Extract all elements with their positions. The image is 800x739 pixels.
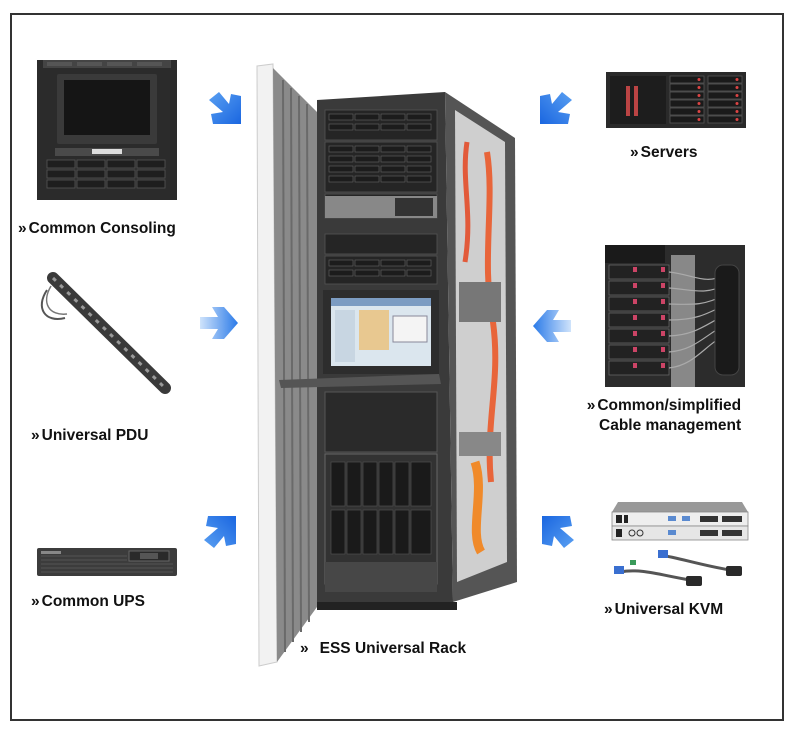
bullet-icon: » [630,144,639,161]
bullet-icon: » [31,593,40,610]
pdu-image [40,272,171,394]
bullet-icon: » [586,397,596,414]
kvm-label: »Universal KVM [604,601,724,618]
arrow-consoling-to-rack-icon [209,92,241,124]
rack-label: »ESS Universal Rack [300,640,467,657]
arrow-cable-to-rack-icon [533,310,571,342]
kvm-image [611,502,749,586]
servers-label: »Servers [630,144,698,161]
consoling-label: »Common Consoling [18,220,176,237]
servers-image [606,72,746,128]
arrow-pdu-to-rack-icon [200,307,238,339]
bullet-icon: » [31,427,40,444]
cable-management-label: »Common/simplified Cable management [586,397,742,434]
arrow-kvm-to-rack-icon [542,516,574,548]
arrow-servers-to-rack-icon [540,92,572,124]
console-image [37,60,177,200]
bullet-icon: » [300,640,309,657]
rack-image [256,63,517,667]
ups-image [37,548,177,576]
pdu-label: »Universal PDU [31,427,149,444]
ups-label: »Common UPS [31,593,145,610]
bullet-icon: » [18,220,27,237]
arrow-ups-to-rack-icon [204,516,236,548]
bullet-icon: » [604,601,613,618]
cable-management-image [605,245,745,387]
